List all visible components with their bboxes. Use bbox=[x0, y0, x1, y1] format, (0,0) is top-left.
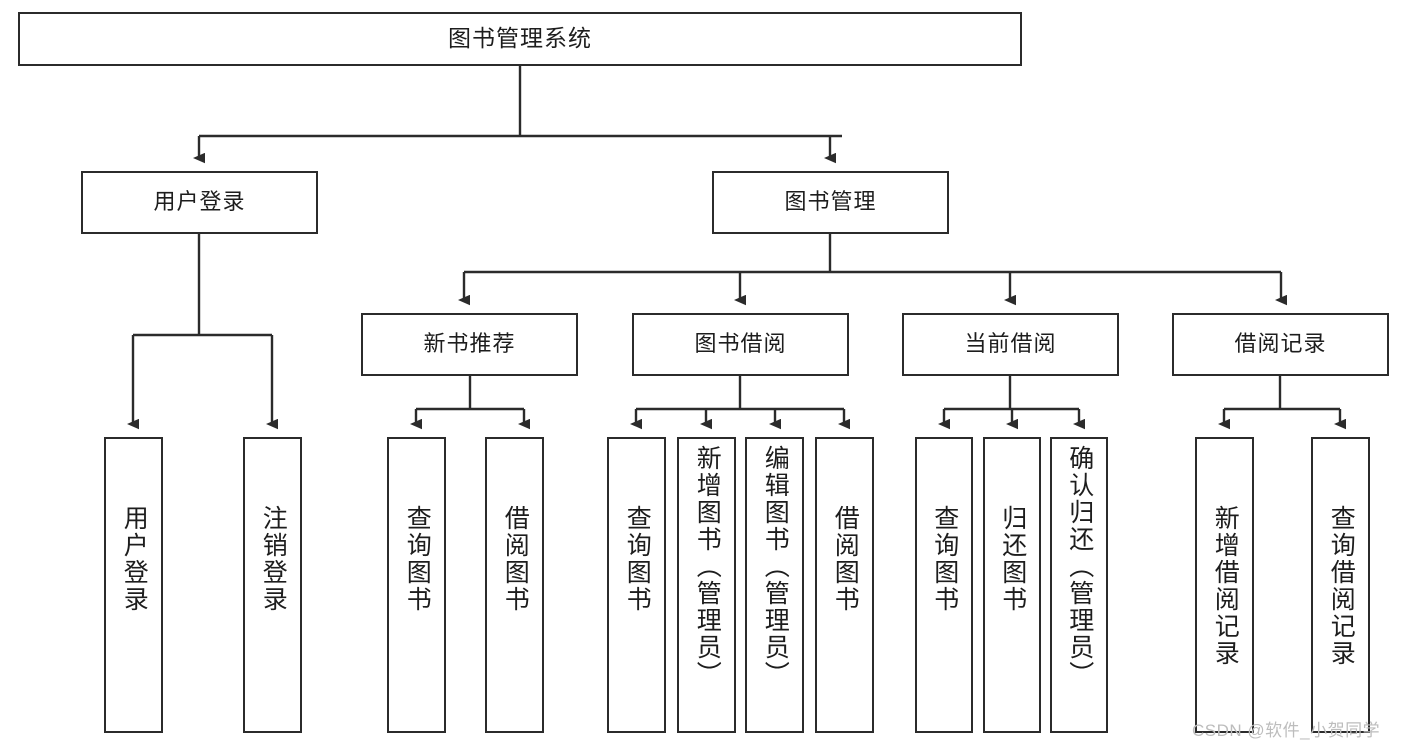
node-label: 新书推荐 bbox=[423, 331, 516, 357]
leaf-current-borrow-query-book[interactable]: 查询图书 bbox=[915, 437, 973, 733]
node-label: 借阅记录 bbox=[1234, 331, 1327, 357]
node-label: 借阅图书 bbox=[831, 505, 860, 613]
node-label: 用户登录 bbox=[120, 505, 149, 613]
node-label: 用户登录 bbox=[153, 189, 246, 215]
node-label: 借阅图书 bbox=[501, 505, 530, 613]
node-root-system[interactable]: 图书管理系统 bbox=[18, 12, 1022, 66]
leaf-book-borrow-add-book-admin[interactable]: 新增图书（管理员） bbox=[677, 437, 736, 733]
node-label: 图书管理 bbox=[784, 189, 877, 215]
node-label: 归还图书 bbox=[998, 505, 1027, 613]
leaf-book-borrow-query-book[interactable]: 查询图书 bbox=[607, 437, 666, 733]
node-label: 编辑图书（管理员） bbox=[761, 445, 790, 688]
node-current-borrow[interactable]: 当前借阅 bbox=[902, 313, 1119, 376]
leaf-borrow-record-add-record[interactable]: 新增借阅记录 bbox=[1195, 437, 1254, 733]
leaf-current-borrow-confirm-return-admin[interactable]: 确认归还（管理员） bbox=[1050, 437, 1108, 733]
node-label: 注销登录 bbox=[259, 505, 288, 613]
node-book-management[interactable]: 图书管理 bbox=[712, 171, 949, 234]
node-label: 查询图书 bbox=[930, 505, 959, 613]
leaf-borrow-record-query-record[interactable]: 查询借阅记录 bbox=[1311, 437, 1370, 733]
node-label: 新增图书（管理员） bbox=[693, 445, 722, 688]
node-label: 图书管理系统 bbox=[448, 25, 592, 52]
leaf-user-login-logout[interactable]: 注销登录 bbox=[243, 437, 302, 733]
node-label: 确认归还（管理员） bbox=[1065, 445, 1094, 688]
node-book-borrow[interactable]: 图书借阅 bbox=[632, 313, 849, 376]
node-label: 查询图书 bbox=[623, 505, 652, 613]
node-label: 图书借阅 bbox=[694, 331, 787, 357]
leaf-user-login-login[interactable]: 用户登录 bbox=[104, 437, 163, 733]
leaf-book-borrow-borrow-book[interactable]: 借阅图书 bbox=[815, 437, 874, 733]
node-new-book-recommend[interactable]: 新书推荐 bbox=[361, 313, 578, 376]
node-borrow-record[interactable]: 借阅记录 bbox=[1172, 313, 1389, 376]
leaf-current-borrow-return-book[interactable]: 归还图书 bbox=[983, 437, 1041, 733]
node-label: 查询图书 bbox=[403, 505, 432, 613]
leaf-book-borrow-edit-book-admin[interactable]: 编辑图书（管理员） bbox=[745, 437, 804, 733]
watermark-label: CSDN @软件_小贺同学 bbox=[1192, 721, 1381, 740]
node-label: 查询借阅记录 bbox=[1327, 505, 1356, 667]
node-label: 新增借阅记录 bbox=[1211, 505, 1240, 667]
node-label: 当前借阅 bbox=[964, 331, 1057, 357]
leaf-new-book-query-book[interactable]: 查询图书 bbox=[387, 437, 446, 733]
leaf-new-book-borrow-book[interactable]: 借阅图书 bbox=[485, 437, 544, 733]
node-user-login[interactable]: 用户登录 bbox=[81, 171, 318, 234]
